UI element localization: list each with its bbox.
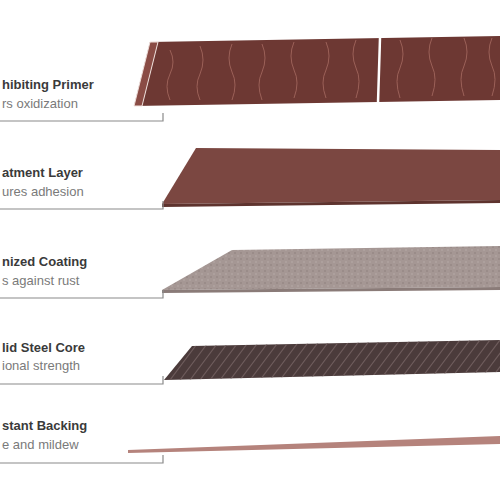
- primer-layer: [134, 36, 500, 106]
- steel-texture: [170, 340, 500, 380]
- backing-layer: [128, 436, 500, 453]
- layer-name: nized Coating: [2, 254, 87, 269]
- layer-description: ures adhesion: [2, 184, 84, 199]
- layer-name: stant Backing: [2, 418, 87, 433]
- pretreatment-layer: [162, 148, 500, 204]
- layer-description: s against rust: [2, 273, 79, 288]
- primer-texture: [167, 38, 495, 100]
- layer-description: e and mildew: [2, 437, 79, 452]
- layer-name: lid Steel Core: [2, 340, 85, 355]
- galvanized-layer: [162, 246, 500, 290]
- layer-edge: [162, 200, 500, 207]
- leader-lines: [0, 113, 163, 463]
- layer-name: hibiting Primer: [2, 77, 94, 92]
- layer-description: ional strength: [2, 358, 80, 373]
- layer-description: rs oxidization: [2, 96, 78, 111]
- layer-edge: [162, 287, 500, 293]
- layer-name: atment Layer: [2, 165, 83, 180]
- panel-rib: [134, 42, 158, 106]
- panel-seam: [378, 38, 380, 103]
